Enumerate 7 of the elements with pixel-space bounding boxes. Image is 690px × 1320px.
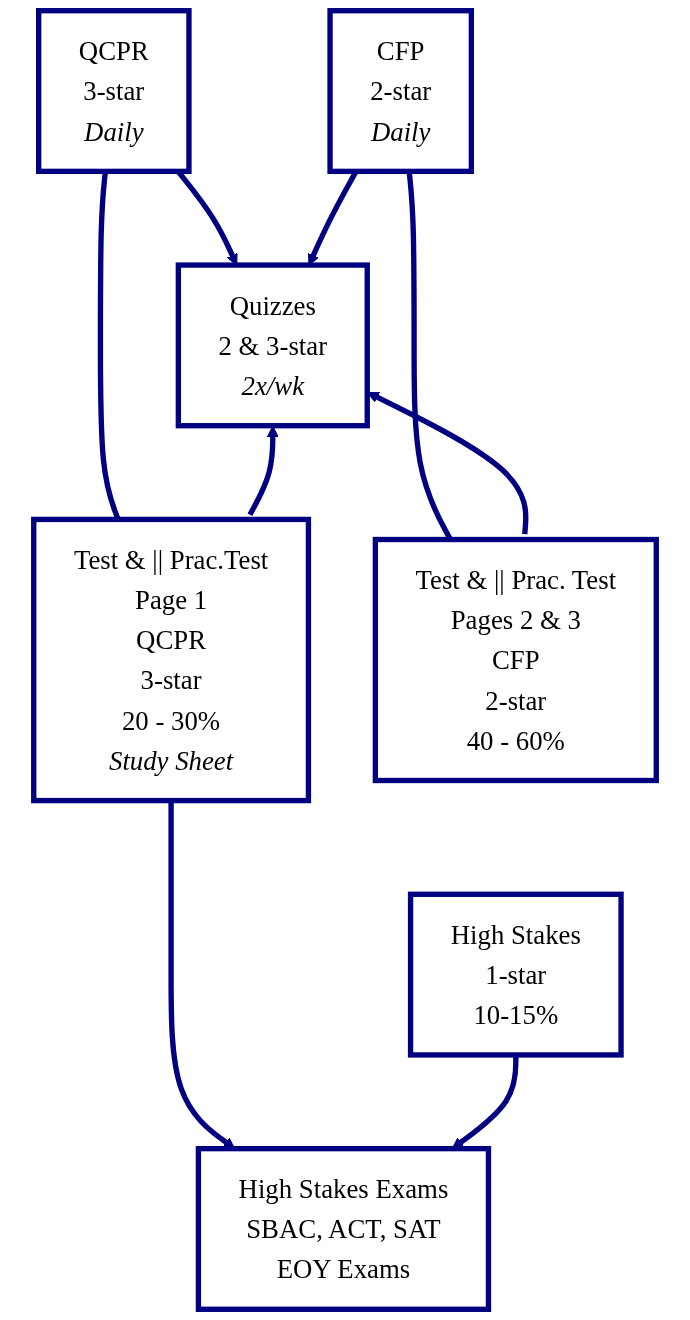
node-box: Test & || Prac. Test Pages 2 & 3 CFP 2-star 40 - 60%	[372, 536, 659, 784]
node-box: High Stakes 1-star 10-15%	[407, 891, 624, 1058]
node-box: Test & || Prac.Test Page 1 QCPR 3-star 20 - 30% Study Sheet	[31, 516, 312, 804]
node-box: CFP 2-star Daily	[327, 8, 475, 175]
node-box: High Stakes Exams SBAC, ACT, SAT EOY Exams	[195, 1145, 492, 1312]
node-box: Quizzes 2 & 3-star 2x/wk	[175, 262, 370, 429]
node-box: QCPR 3-star Daily	[36, 8, 192, 175]
